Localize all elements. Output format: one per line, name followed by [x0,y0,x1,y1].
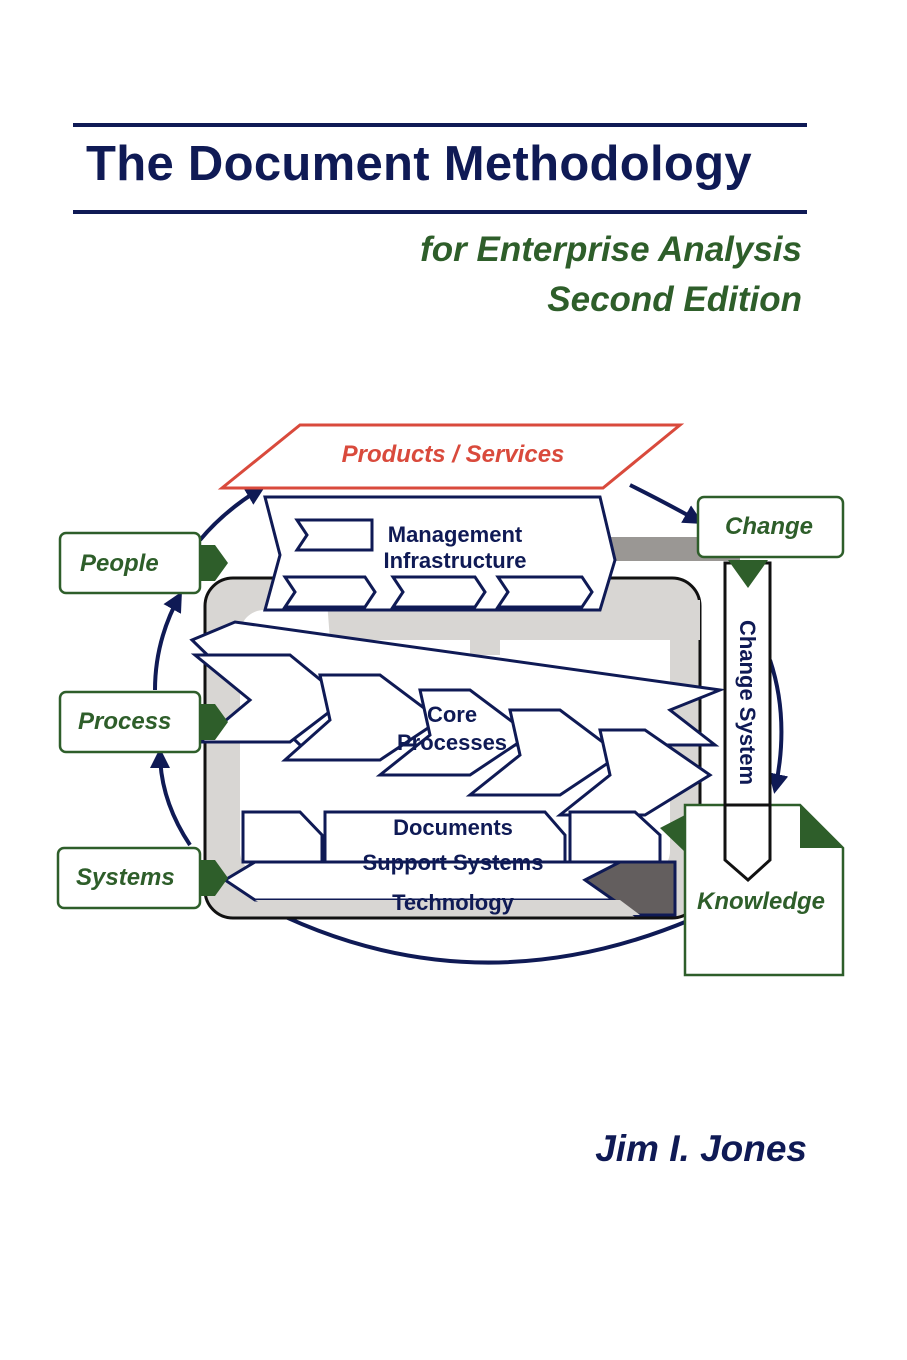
people-label: People [80,550,159,577]
products-services-label: Products / Services [342,441,565,468]
systems-box: Systems [56,846,228,910]
support-systems: Documents Support Systems Technology [222,810,677,917]
title-rule-bottom [73,210,807,214]
support-systems-label: Support Systems [363,850,544,875]
change-system-label: Change System [735,620,760,785]
knowledge-label: Knowledge [697,888,825,915]
knowledge-box: Knowledge [660,803,845,977]
author-name: Jim I. Jones [595,1128,807,1169]
core-processes: Core Processes [189,620,726,817]
edition-label: Second Edition [547,280,802,319]
arrow-systems-to-process [150,748,192,847]
change-system-arrow: Change System [723,560,772,883]
arrow-change-to-knowledge [768,659,789,794]
process-box: Process [58,690,228,754]
arrow-people-to-products [198,485,266,542]
products-services-box: Products / Services [217,423,685,490]
change-box: Change [696,495,845,559]
core-label: Core [427,702,477,727]
process-label: Process [78,708,171,735]
people-box: People [58,531,228,595]
processes-label: Processes [397,730,507,755]
arrow-products-to-change [629,483,704,524]
book-subtitle: for Enterprise Analysis [420,230,802,269]
management-infrastructure: Management Infrastructure [263,495,617,612]
infrastructure-label: Infrastructure [383,548,526,573]
technology-label: Technology [392,890,515,915]
change-label: Change [725,513,813,540]
documents-label: Documents [393,815,513,840]
management-label: Management [388,522,523,547]
book-title: The Document Methodology [86,137,752,191]
arrow-process-to-people [153,591,182,691]
systems-label: Systems [76,864,175,891]
title-rule-top [73,123,807,127]
